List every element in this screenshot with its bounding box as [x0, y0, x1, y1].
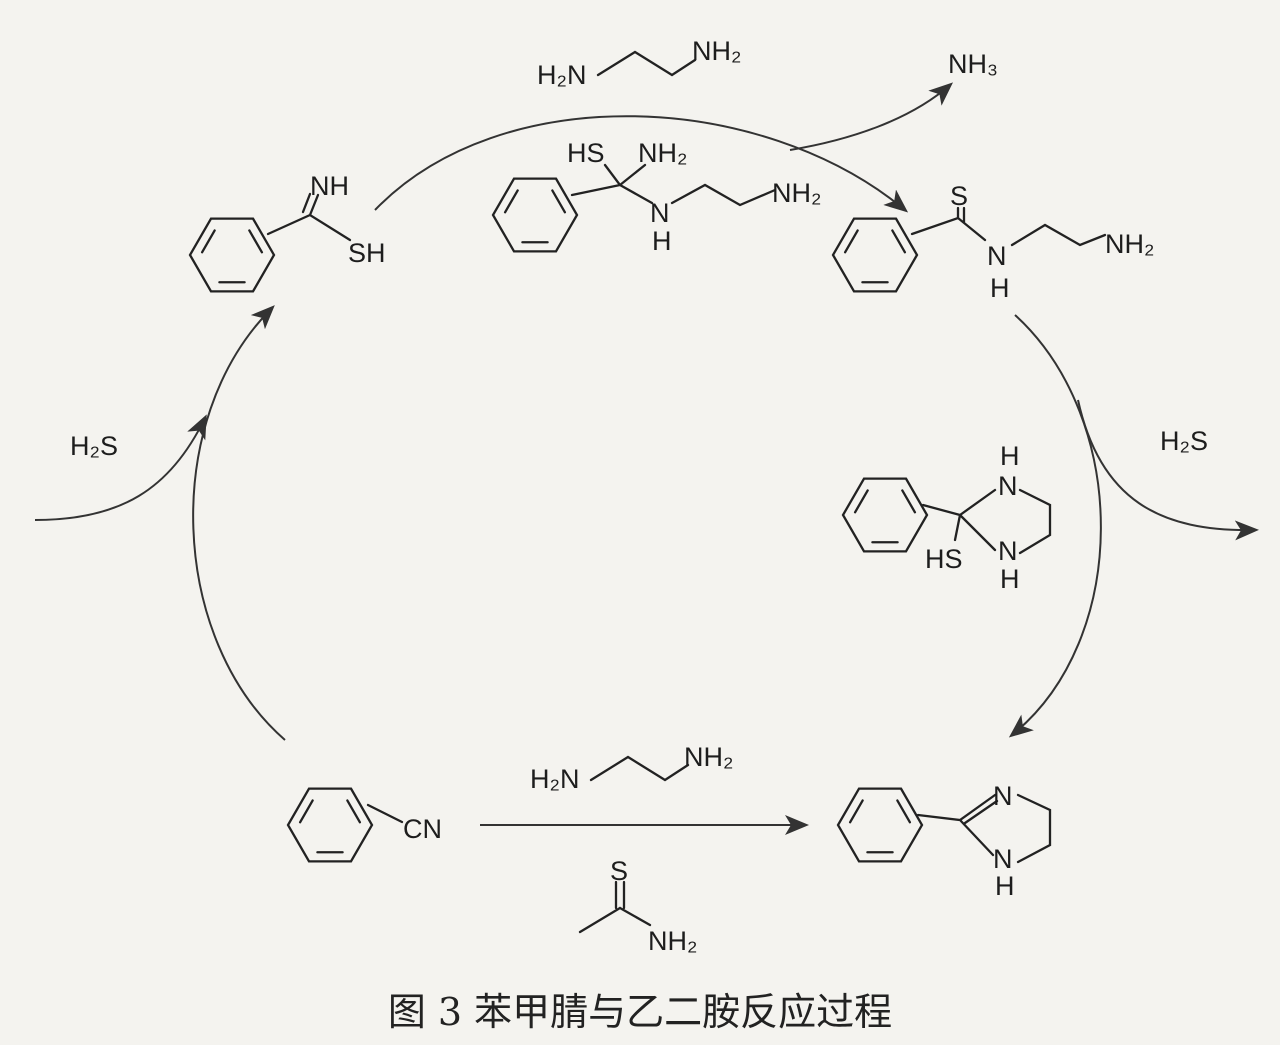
h-bottom-label: H	[1000, 564, 1020, 594]
sh-label: SH	[348, 238, 386, 268]
benzene-ring	[836, 787, 924, 863]
n-label: N	[650, 198, 670, 228]
h-label: H	[995, 871, 1015, 901]
hs-label: HS	[567, 138, 605, 168]
nh2-label: NH₂	[1105, 229, 1154, 259]
ammonia-release-arrow	[789, 82, 954, 151]
figure-caption: 图 3 苯甲腈与乙二胺反应过程	[388, 990, 892, 1034]
h2n-label: H₂N	[537, 60, 586, 90]
h2s-release-arrow	[1077, 399, 1259, 541]
double-bond	[503, 189, 519, 214]
h2s-input-arrow	[34, 414, 207, 521]
s-label: S	[610, 856, 628, 886]
cn-label: CN	[403, 814, 442, 844]
n-label: N	[987, 241, 1007, 271]
ammonia-label: NH₃	[948, 49, 998, 79]
double-bond	[346, 799, 362, 824]
ethylenediamine-top: H₂N NH₂	[537, 36, 741, 90]
h2n-label: H₂N	[530, 764, 579, 794]
double-bond	[843, 229, 859, 254]
nh-label: NH	[310, 171, 349, 201]
benzonitrile: CN	[366, 803, 442, 844]
cycle-arrow-right	[1008, 314, 1102, 738]
double-bond	[853, 489, 869, 514]
cycle-arrow-left	[192, 305, 286, 741]
double-bond	[551, 189, 567, 214]
h-label: H	[652, 226, 672, 256]
thioamide: S N H NH₂	[910, 181, 1154, 303]
benzene-ring	[188, 217, 276, 293]
h2s-output-label: H₂S	[1160, 426, 1208, 456]
h-label: H	[990, 273, 1010, 303]
n-label: N	[993, 781, 1013, 811]
ethylenediamine-bottom: H₂N NH₂	[530, 742, 733, 794]
n-bottom-label: N	[998, 536, 1018, 566]
s-label: S	[950, 181, 968, 211]
nh2-label: NH₂	[648, 926, 697, 956]
double-bond	[248, 229, 264, 254]
tetrahedral-adduct: HS NH₂ N H NH₂	[567, 138, 821, 256]
h-top-label: H	[1000, 441, 1020, 471]
benzene-rings	[188, 177, 929, 863]
imidazoline: N N H	[916, 781, 1052, 901]
nh2-label: NH₂	[638, 138, 687, 168]
cycle-arrow-top	[374, 115, 909, 213]
imidazolidine-thiol: H N HS N H	[921, 441, 1052, 594]
double-bond	[848, 799, 864, 824]
nh2-label: NH₂	[692, 36, 741, 66]
n-top-label: N	[998, 471, 1018, 501]
thioacetamide: S NH₂	[578, 856, 697, 956]
double-bond	[891, 229, 907, 254]
thiobenzimidic-acid: NH SH	[266, 171, 386, 268]
benzene-ring	[491, 177, 579, 253]
benzene-ring	[841, 477, 929, 553]
double-bond	[200, 229, 216, 254]
hs-label: HS	[925, 544, 963, 574]
nh2-label: NH₂	[684, 742, 733, 772]
nh2-end-label: NH₂	[772, 178, 821, 208]
double-bond	[896, 799, 912, 824]
n-bottom-label: N	[993, 844, 1013, 874]
double-bond	[298, 799, 314, 824]
benzene-ring	[831, 217, 919, 293]
double-bond	[901, 489, 917, 514]
h2s-input-label: H₂S	[70, 431, 118, 461]
benzene-ring	[286, 787, 374, 863]
